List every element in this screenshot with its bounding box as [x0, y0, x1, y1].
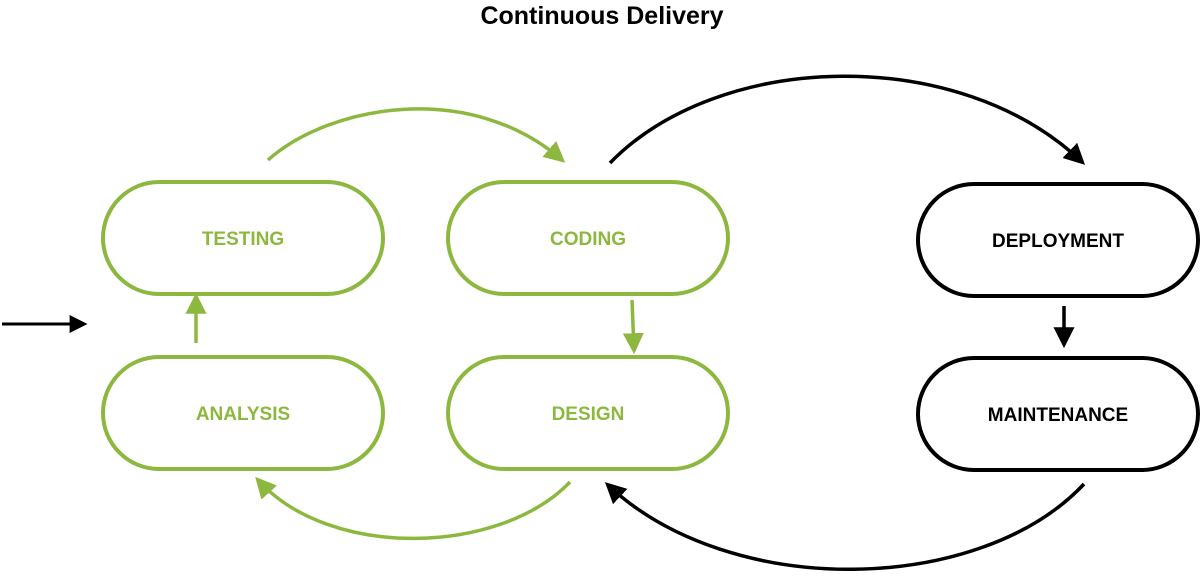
edge-testing-to-coding: [266, 107, 566, 163]
node-label-coding: CODING: [550, 229, 626, 250]
node-maintenance: MAINTENANCE: [916, 356, 1200, 472]
node-label-design: DESIGN: [552, 404, 625, 425]
edge-maintenance-to-design: [604, 482, 1086, 571]
node-label-maintenance: MAINTENANCE: [988, 405, 1128, 426]
diagram-title: Continuous Delivery: [480, 2, 723, 30]
node-label-deployment: DEPLOYMENT: [992, 231, 1124, 252]
edge-coding-to-design: [622, 299, 644, 355]
node-label-analysis: ANALYSIS: [196, 404, 290, 425]
node-label-testing: TESTING: [202, 229, 284, 250]
nodes: TESTING CODING ANALYSIS DESIGN DEPLOYMEN…: [101, 180, 1200, 472]
node-coding: CODING: [446, 180, 730, 296]
node-testing: TESTING: [101, 180, 385, 296]
node-deployment: DEPLOYMENT: [916, 182, 1200, 298]
edges: [2, 74, 1086, 571]
edge-design-to-analysis: [255, 476, 572, 541]
node-analysis: ANALYSIS: [101, 355, 385, 471]
node-design: DESIGN: [446, 355, 730, 471]
edge-coding-to-deployment: [608, 74, 1086, 165]
